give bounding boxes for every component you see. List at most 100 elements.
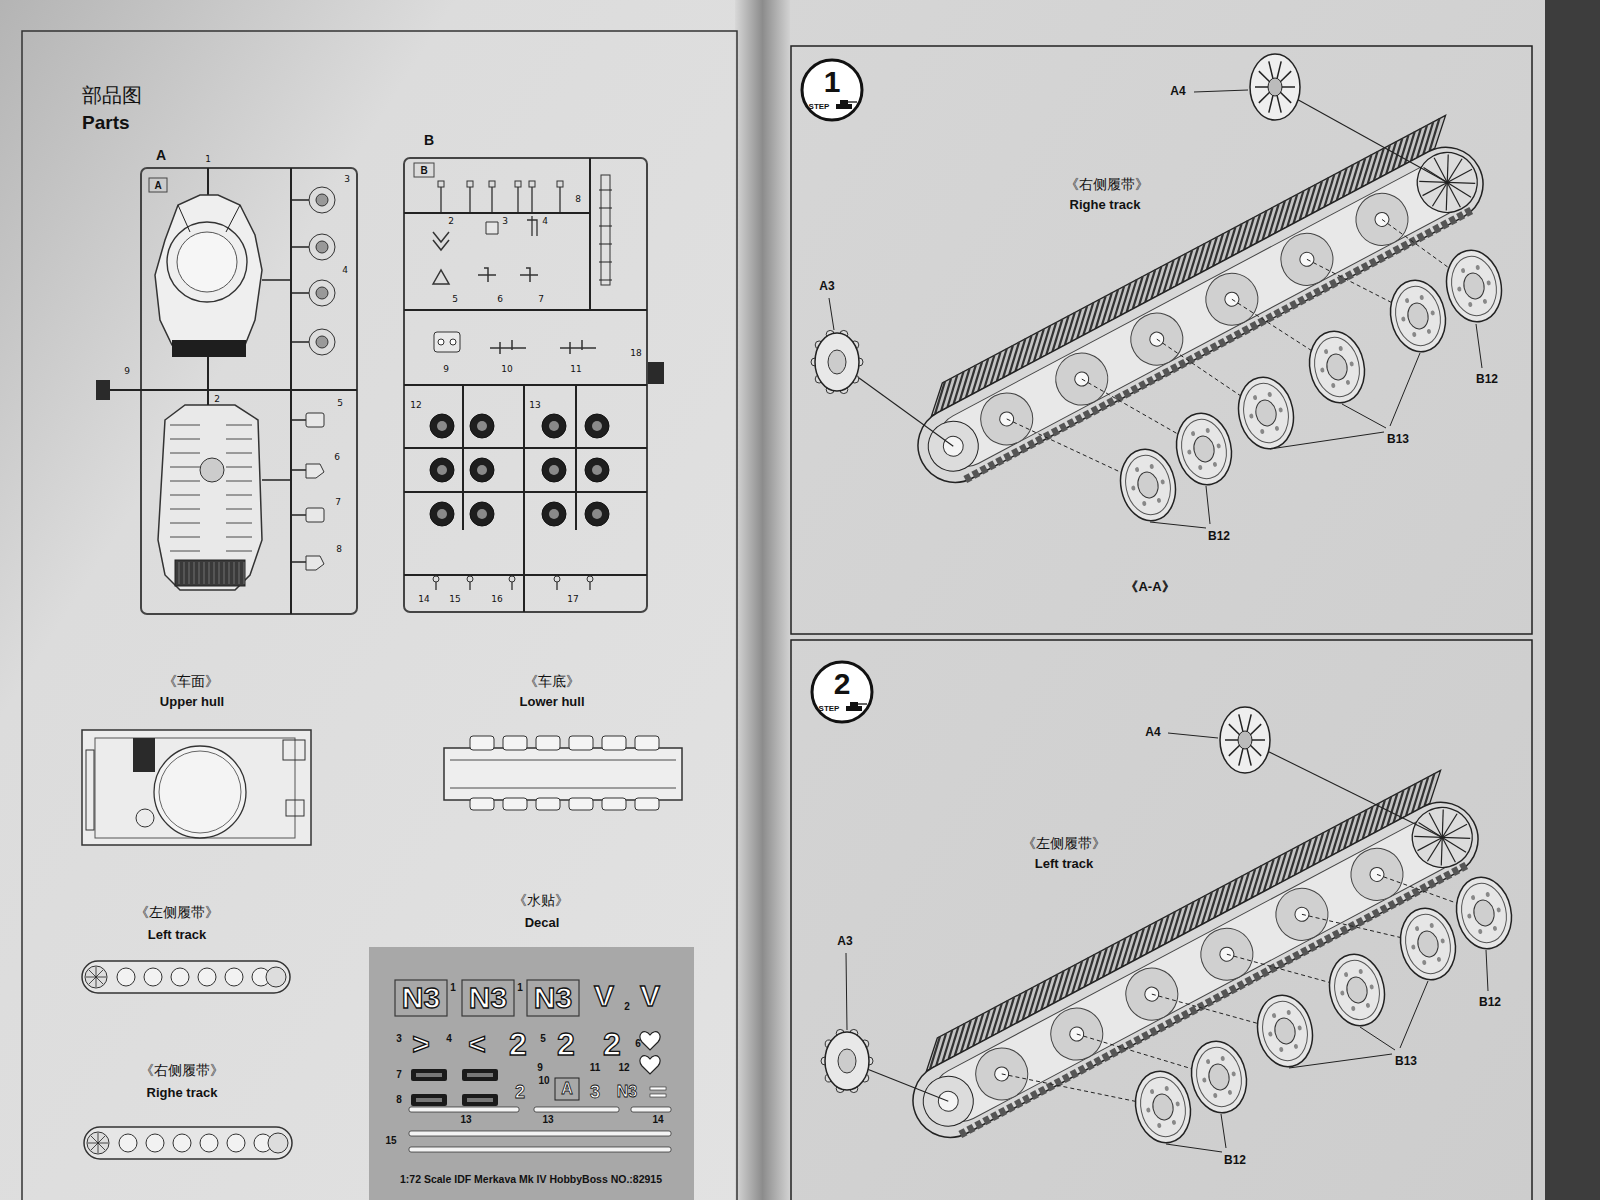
small-part: [438, 339, 444, 345]
sprocket-rim: [1220, 707, 1270, 773]
small-part: [515, 181, 521, 187]
small-part: [434, 332, 460, 352]
sprue-gate: [291, 199, 309, 201]
gun-part: [520, 268, 538, 282]
track-tooth: [1300, 946, 1309, 956]
hull-detail: [170, 509, 200, 510]
track-tooth: [1101, 1052, 1110, 1062]
track-tooth: [1226, 334, 1235, 344]
wheel-bolt: [1142, 501, 1147, 507]
sprue-gate: [291, 292, 309, 294]
sprocket-spoke: [1229, 724, 1240, 735]
track-tooth: [1316, 938, 1325, 948]
track-tooth: [1149, 1027, 1158, 1037]
part-number: 16: [491, 595, 502, 605]
part-callout: A4: [1170, 85, 1185, 98]
wheel-bolt: [1369, 984, 1374, 990]
part-number: 18: [630, 349, 641, 359]
stripe-decal: [409, 1147, 671, 1152]
wheel-bolt: [1150, 1089, 1155, 1095]
sprue-gate: [291, 341, 309, 343]
wheel-tyre: [1400, 910, 1456, 978]
sprocket-spoke: [1250, 724, 1261, 735]
leader-line: [1476, 324, 1482, 368]
idler-part: [821, 1029, 873, 1092]
wheel-hub: [1462, 271, 1487, 301]
sprocket-rim: [1250, 54, 1300, 120]
road-wheel: [225, 968, 243, 986]
part-callout: B12: [1476, 373, 1498, 386]
suspension-tab: [503, 798, 527, 810]
wheel-bolt: [1202, 1077, 1207, 1083]
small-part: [491, 186, 492, 213]
track-tooth: [1133, 1035, 1142, 1045]
wheel-bolt: [1231, 1071, 1236, 1077]
small-part: [486, 222, 498, 234]
hull-detail: [226, 453, 252, 454]
sprue-gate: [207, 390, 209, 405]
track-tooth: [1083, 410, 1092, 420]
track-top: [920, 115, 1457, 416]
sprocket-spoke: [1225, 739, 1239, 741]
hull-grille: [239, 562, 240, 584]
wheel-bolt: [1405, 298, 1410, 304]
heart-decal: [640, 1032, 660, 1050]
wheel-tyre: [1120, 451, 1176, 519]
track-tooth: [1173, 1014, 1182, 1024]
track-tooth: [1086, 1061, 1095, 1071]
tank-icon: [836, 104, 852, 109]
small-part: [467, 181, 473, 187]
track-tooth: [1125, 1039, 1134, 1049]
sprocket-spoke: [1229, 745, 1240, 756]
wheel-tyre: [1135, 1073, 1191, 1141]
lower-hull-drawing: [444, 736, 682, 810]
stripe-decal: [650, 1094, 666, 1097]
road-wheel-part: [1114, 444, 1182, 526]
hull-detail: [226, 509, 252, 510]
sprocket-spoke: [86, 977, 96, 978]
leader-line: [1206, 486, 1210, 524]
wheel-bolt: [1278, 407, 1283, 413]
wheel-bolt: [1492, 926, 1497, 932]
wheel-part: [585, 502, 609, 526]
track-tooth: [1340, 925, 1349, 935]
view-title: 《左侧履带》: [135, 905, 219, 920]
part-number: 8: [336, 545, 342, 555]
wheel-bolt: [1286, 1010, 1291, 1016]
track-tooth: [1130, 384, 1139, 394]
barrel-detail: [599, 262, 612, 263]
part-number: 7: [335, 498, 341, 508]
small-part: [306, 413, 324, 427]
wheel-bolt: [1419, 295, 1424, 301]
idler-hub: [828, 350, 846, 374]
wheel-rim: [1450, 872, 1518, 954]
gun-part: [490, 340, 526, 354]
sprue-runner: [404, 309, 647, 311]
sprocket-spoke: [96, 967, 97, 977]
sprue-b: [404, 158, 664, 612]
leader-line: [1270, 432, 1384, 449]
wheel-hub: [316, 287, 328, 299]
wheel-bolt: [1160, 479, 1165, 485]
view-title: 《右侧履带》: [140, 1063, 224, 1078]
idler-rim: [825, 1032, 869, 1090]
wheel-hub: [1416, 929, 1441, 959]
turret-ring: [159, 751, 241, 833]
road-wheel-part: [1323, 949, 1391, 1031]
wheel-axle: [1373, 210, 1392, 229]
road-wheel-part: [1303, 326, 1371, 408]
sprocket-spoke: [1441, 159, 1469, 183]
decal-marking: 2: [557, 1028, 575, 1060]
hull-detail: [200, 458, 224, 482]
wheel-station: [1342, 839, 1412, 909]
road-wheel-part: [1440, 245, 1508, 327]
track-tooth: [1059, 422, 1068, 432]
wheel-rim: [1170, 408, 1238, 490]
part-number: 2: [214, 395, 220, 405]
wheel-rim: [1394, 903, 1462, 985]
hull-detail: [170, 481, 200, 482]
sprocket-spoke: [1418, 837, 1443, 850]
track-tooth: [1377, 253, 1386, 263]
small-part: [517, 186, 518, 213]
